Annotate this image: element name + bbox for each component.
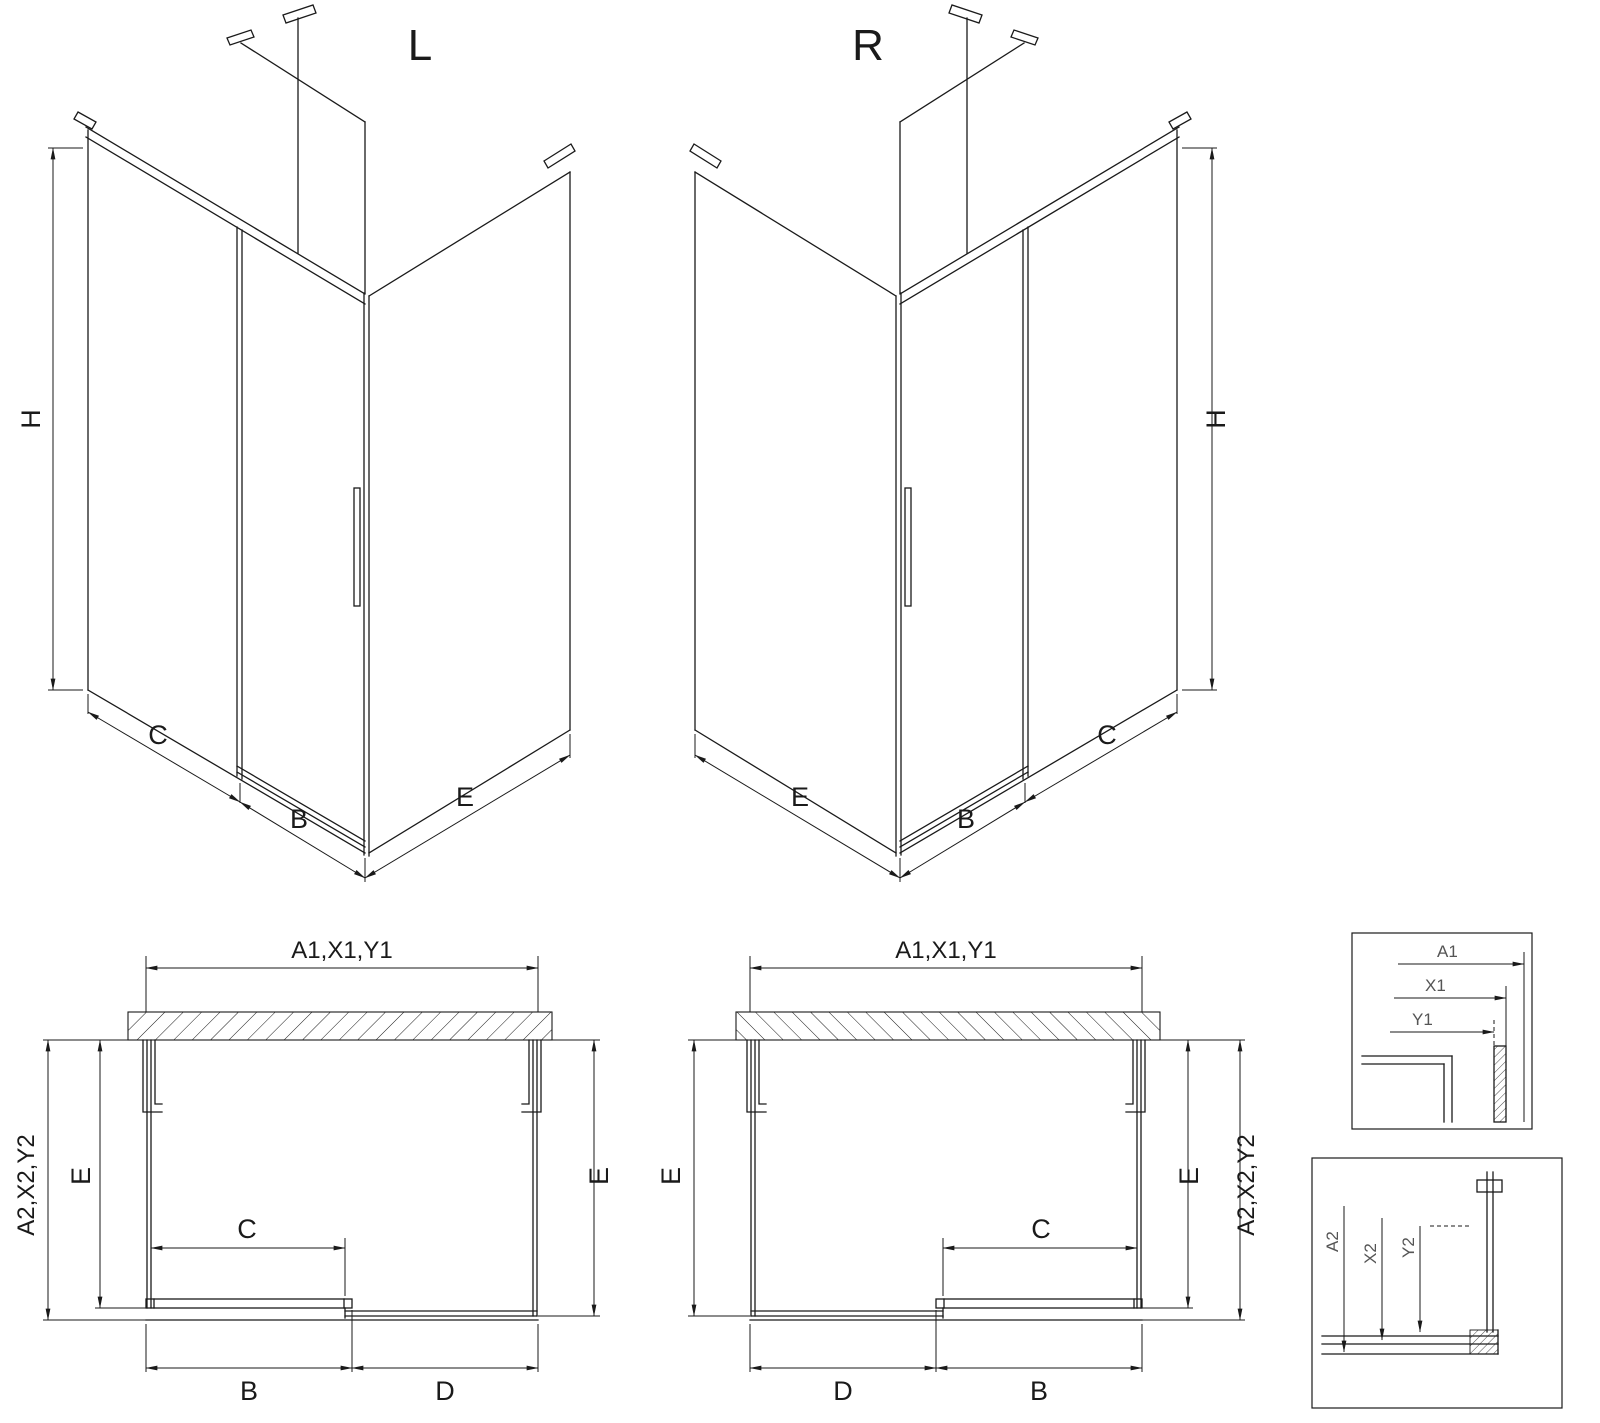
dim-label-h-right: H bbox=[1201, 409, 1231, 429]
detail-label-x1: X1 bbox=[1425, 976, 1446, 995]
dim-label-c-iso-left: C bbox=[148, 720, 168, 750]
dim-label-b-plan-right: B bbox=[1030, 1376, 1048, 1406]
dim-label-a2x2y2-left: A2,X2,Y2 bbox=[13, 1134, 40, 1235]
dim-label-d-plan-left: D bbox=[435, 1376, 455, 1406]
dim-label-h-left: H bbox=[16, 409, 46, 429]
dim-label-e-plan-right-2: E bbox=[1174, 1167, 1204, 1185]
iso-right-lineart bbox=[690, 5, 1217, 882]
dim-label-e-plan-left-2: E bbox=[584, 1167, 614, 1185]
detail-view-width: A1 X1 Y1 bbox=[1351, 932, 1533, 1130]
detail-view-depth: A2 X2 Y2 bbox=[1311, 1157, 1563, 1409]
plan-right-lineart bbox=[688, 956, 1245, 1372]
dim-label-b-plan-left: B bbox=[240, 1376, 258, 1406]
plan-left-lineart bbox=[43, 956, 600, 1372]
plan-view-right: A1,X1,Y1 E E A2,X2,Y2 C D B bbox=[656, 937, 1260, 1406]
dim-label-a1x1y1-left: A1,X1,Y1 bbox=[291, 937, 392, 964]
dim-label-b-iso-left: B bbox=[290, 804, 308, 834]
dim-label-e-plan-left-1: E bbox=[66, 1167, 96, 1185]
iso-left-lineart bbox=[48, 5, 575, 882]
iso-view-right: R H E B C bbox=[690, 5, 1231, 882]
detail-label-a2: A2 bbox=[1323, 1231, 1342, 1252]
dim-label-d-plan-right: D bbox=[833, 1376, 853, 1406]
iso-right-title: R bbox=[852, 21, 884, 70]
detail-label-x2: X2 bbox=[1361, 1243, 1380, 1264]
dim-label-c-plan-left: C bbox=[237, 1214, 257, 1244]
iso-view-left: L H C B E bbox=[16, 5, 575, 882]
dim-label-e-plan-right-1: E bbox=[656, 1167, 686, 1185]
detail-label-y1: Y1 bbox=[1412, 1010, 1433, 1029]
dim-label-c-iso-right: C bbox=[1097, 720, 1117, 750]
detail-label-y2: Y2 bbox=[1399, 1237, 1418, 1258]
dim-label-c-plan-right: C bbox=[1031, 1214, 1051, 1244]
dim-label-b-iso-right: B bbox=[957, 804, 975, 834]
dim-label-e-iso-right: E bbox=[791, 782, 809, 812]
plan-view-left: A1,X1,Y1 A2,X2,Y2 E E C B D bbox=[13, 937, 614, 1406]
dim-label-e-iso-left: E bbox=[456, 782, 474, 812]
dim-label-a2x2y2-right: A2,X2,Y2 bbox=[1233, 1134, 1260, 1235]
detail-label-a1: A1 bbox=[1437, 942, 1458, 961]
iso-left-title: L bbox=[408, 21, 432, 70]
dim-label-a1x1y1-right: A1,X1,Y1 bbox=[895, 937, 996, 964]
